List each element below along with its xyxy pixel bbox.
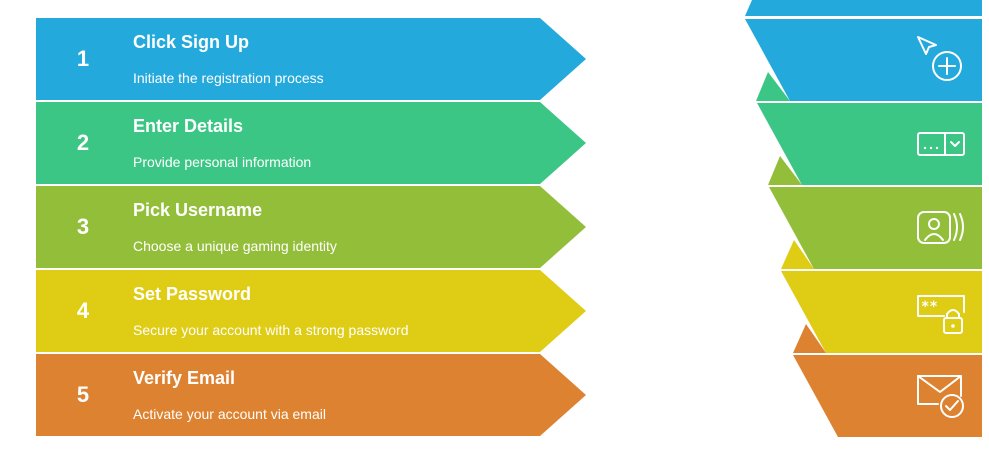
step-description: Provide personal information <box>133 154 312 170</box>
ribbon-segment-2 <box>757 103 982 185</box>
ribbon-segment-4 <box>781 271 982 353</box>
step-description: Secure your account with a strong passwo… <box>133 322 409 338</box>
email-check-icon <box>917 375 964 418</box>
step-number: 4 <box>76 298 90 323</box>
step-title: Verify Email <box>133 368 236 388</box>
ribbon-fold-4 <box>793 324 826 353</box>
password-lock-icon: ** <box>917 295 965 334</box>
step-1: 1 Click Sign Up Initiate the registratio… <box>36 18 586 100</box>
step-title: Click Sign Up <box>133 32 250 52</box>
step-description: Choose a unique gaming identity <box>133 238 337 254</box>
ribbon-top-cap <box>745 0 982 16</box>
ribbon-fold-3 <box>781 240 814 269</box>
ribbon-segment-3 <box>769 187 982 269</box>
step-number: 5 <box>76 382 90 407</box>
cursor-plus-icon <box>917 36 962 81</box>
ribbon-fold-1 <box>756 72 790 101</box>
step-number: 3 <box>76 214 90 239</box>
step-5: 5 Verify Email Activate your account via… <box>36 354 586 436</box>
dropdown-field-icon <box>917 132 965 156</box>
step-2: 2 Enter Details Provide personal informa… <box>36 102 586 184</box>
svg-text:**: ** <box>921 299 938 315</box>
step-number: 1 <box>76 46 90 71</box>
step-description: Activate your account via email <box>133 406 326 422</box>
step-title: Enter Details <box>133 116 244 136</box>
step-3: 3 Pick Username Choose a unique gaming i… <box>36 186 586 268</box>
step-title: Set Password <box>133 284 252 304</box>
step-number: 2 <box>76 130 90 155</box>
user-profile-icon <box>917 211 964 244</box>
ribbon-fold-2 <box>768 156 802 185</box>
step-description: Initiate the registration process <box>133 70 324 86</box>
step-4: 4 Set Password Secure your account with … <box>36 270 586 352</box>
step-title: Pick Username <box>133 200 263 220</box>
